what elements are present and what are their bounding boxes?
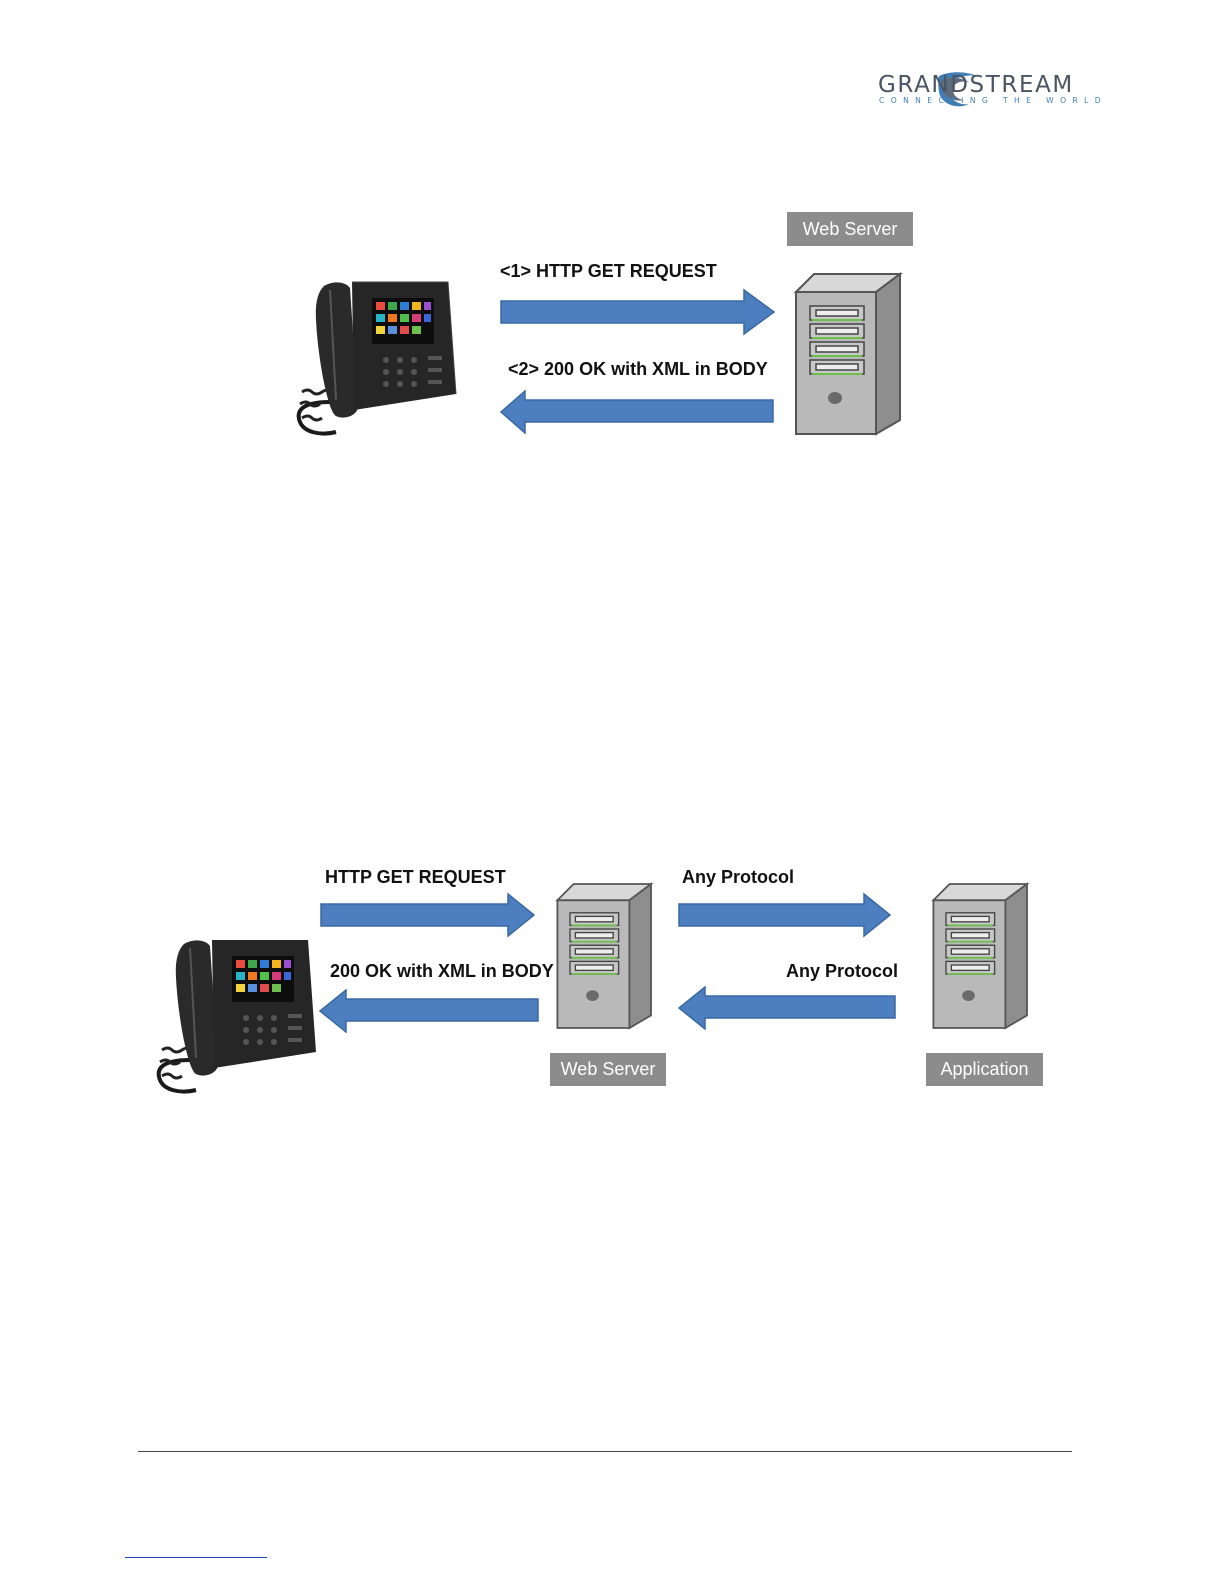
http-get-request-label: HTTP GET REQUEST [325,867,506,888]
any-protocol-forward-label: Any Protocol [682,867,794,888]
footer-divider [138,1451,1072,1452]
footer-link-underline[interactable] [125,1557,267,1558]
brand-name: GRANDSTREAM [878,72,1074,98]
web-server-tag: Web Server [550,1053,666,1086]
brand-tagline: CONNECTING THE WORLD [879,96,1107,105]
200-ok-label: <2> 200 OK with XML in BODY [508,359,768,380]
application-tag: Application [926,1053,1043,1086]
request-arrow [320,892,536,938]
ip-phone-icon [290,272,460,442]
request-arrow [500,288,776,336]
forward-arrow [678,892,892,938]
any-protocol-return-label: Any Protocol [786,961,898,982]
application-server-icon [928,880,1036,1032]
response-arrow [499,390,775,434]
http-get-request-label: <1> HTTP GET REQUEST [500,261,717,282]
200-ok-label: 200 OK with XML in BODY [330,961,554,982]
web-server-icon [790,270,910,438]
web-server-icon [552,880,660,1032]
web-server-tag: Web Server [787,212,913,246]
ip-phone-icon [150,930,320,1100]
response-arrow [318,989,540,1033]
return-arrow [677,986,897,1030]
